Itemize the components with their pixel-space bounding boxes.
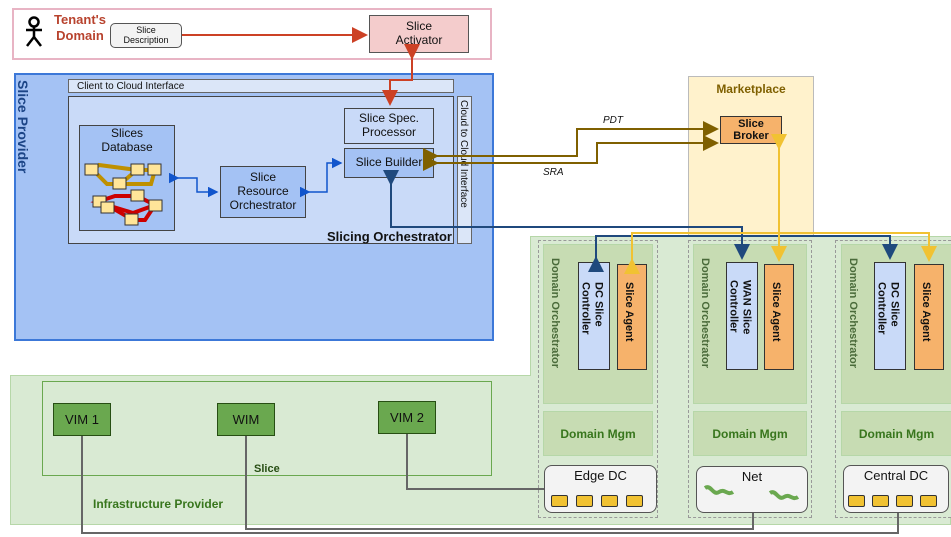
builder-to-controllers-line	[383, 170, 743, 236]
graph-node	[130, 189, 145, 202]
tenant-title-line1: Tenant's	[54, 12, 106, 27]
slice-description-box[interactable]: Slice Description	[110, 23, 182, 48]
slice-region	[42, 381, 492, 476]
domain-orchestrator-label: Domain Orchestrator	[549, 258, 561, 369]
vim2-label: VIM 2	[390, 410, 424, 425]
graph-node	[84, 163, 99, 176]
slice-agent-label: Slice Agent	[770, 282, 782, 342]
slice-builder-label: Slice Builder	[355, 155, 423, 170]
site-box[interactable]	[696, 466, 808, 513]
server-icon	[920, 495, 937, 507]
slice-region-label: Slice	[254, 463, 280, 475]
activator-to-spec-arrow	[382, 44, 420, 106]
graph-node	[130, 163, 145, 176]
server-icon	[601, 495, 618, 507]
server-icon	[872, 495, 889, 507]
domain-mgm-label: Domain Mgm	[858, 426, 935, 441]
infrastructure-provider-title: Infrastructure Provider	[93, 497, 224, 511]
domain-orchestrator-label: Domain Orchestrator	[847, 258, 859, 369]
server-icon	[551, 495, 568, 507]
wan-link-icon	[768, 490, 800, 501]
site-label: Edge DC	[574, 468, 627, 483]
slice-spec-processor-label: Slice Spec. Processor	[358, 111, 420, 139]
slices-graph-icon	[84, 162, 163, 226]
sra-arrow	[423, 135, 719, 171]
pdt-label: PDT	[603, 115, 623, 126]
slices-database-label: Slices Database	[101, 126, 153, 154]
domain-mgm: Domain Mgm	[693, 411, 807, 456]
domain-mgm: Domain Mgm	[841, 411, 951, 456]
client-cloud-interface-label: Client to Cloud Interface	[77, 80, 185, 92]
slice-controller-label: WAN Slice Controller	[727, 280, 753, 335]
slice-provider-title: Slice Provider	[15, 80, 31, 174]
slice-controller-label: DC Slice Controller	[875, 282, 901, 335]
server-icon	[576, 495, 593, 507]
graph-node	[100, 201, 115, 214]
slice-resource-orchestrator-label: Slice Resource Orchestrator	[229, 170, 297, 212]
site-label: Net	[741, 469, 763, 484]
resource-to-builder-arrow	[300, 157, 343, 198]
slice-controller[interactable]	[874, 262, 906, 370]
db-to-resource-arrow	[169, 172, 219, 198]
slice-activator-label: Slice Activator	[395, 19, 443, 47]
tenant-title-line2: Domain	[56, 28, 104, 44]
domain-mgm-label: Domain Mgm	[712, 426, 788, 441]
tenant-title: Tenant's Domain	[52, 12, 108, 45]
server-icon	[626, 495, 643, 507]
graph-node	[148, 199, 163, 212]
vim2-to-edge-line	[406, 434, 544, 490]
slice-broker[interactable]: Slice Broker	[720, 116, 782, 144]
domain-mgm-label: Domain Mgm	[560, 426, 636, 441]
marketplace-title: Marketplace	[716, 82, 786, 96]
slice-spec-processor[interactable]: Slice Spec. Processor	[344, 108, 434, 144]
slice-broker-label: Slice Broker	[733, 117, 769, 142]
graph-node	[147, 163, 162, 176]
wim-to-net-line	[245, 436, 754, 530]
domain-mgm: Domain Mgm	[543, 411, 653, 456]
slice-agent-label: Slice Agent	[920, 282, 932, 342]
tenant-user-icon	[26, 16, 42, 47]
slicing-orchestrator-title: Slicing Orchestrator	[327, 229, 452, 244]
wim-box[interactable]: WIM	[217, 403, 275, 436]
wan-link-icon	[703, 485, 735, 496]
vim1-label: VIM 1	[65, 412, 99, 427]
slice-controller[interactable]	[578, 262, 610, 370]
graph-node	[124, 213, 139, 226]
slice-controller-label: DC Slice Controller	[579, 282, 605, 335]
site-label: Central DC	[863, 468, 929, 483]
vim1-box[interactable]: VIM 1	[53, 403, 111, 436]
agent-link	[624, 232, 937, 274]
vim1-to-central-line	[81, 436, 899, 534]
wim-label: WIM	[232, 412, 260, 427]
vim2-box[interactable]: VIM 2	[378, 401, 436, 434]
slice-agent[interactable]	[764, 264, 794, 370]
sra-label: SRA	[543, 167, 564, 178]
slice-resource-orchestrator[interactable]: Slice Resource Orchestrator	[220, 166, 306, 218]
client-cloud-interface: Client to Cloud Interface	[68, 79, 454, 93]
slice-agent-label: Slice Agent	[623, 282, 635, 342]
graph-node	[112, 177, 127, 190]
server-icon	[848, 495, 865, 507]
slice-builder[interactable]: Slice Builder	[344, 148, 434, 178]
server-icon	[896, 495, 913, 507]
slice-description-label: Slice Description	[123, 24, 169, 45]
domain-orchestrator-label: Domain Orchestrator	[699, 258, 711, 369]
